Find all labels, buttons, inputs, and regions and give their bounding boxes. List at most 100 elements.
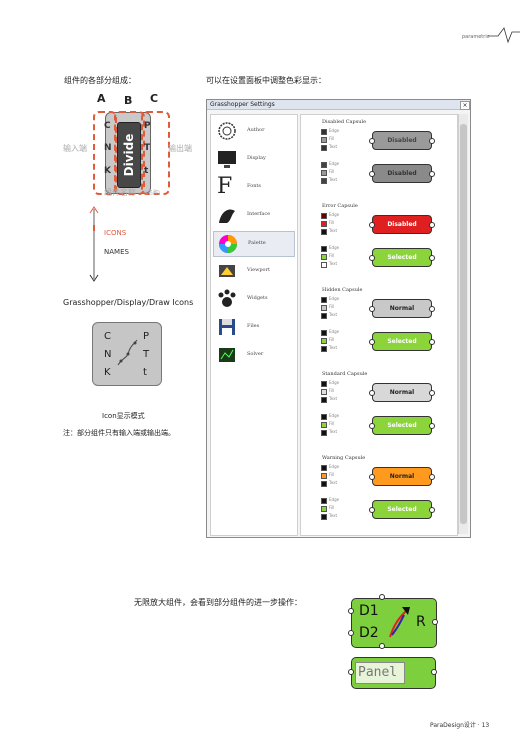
close-icon[interactable]: × — [460, 101, 470, 110]
brand-text: parametric — [462, 34, 490, 40]
color-swatch[interactable] — [321, 414, 327, 420]
color-swatch-row[interactable]: Fill — [321, 388, 351, 395]
sidebar-item-fonts[interactable]: F Fonts — [217, 174, 262, 199]
color-swatch-row[interactable]: Text — [321, 513, 351, 520]
color-swatch[interactable] — [321, 178, 327, 184]
capsule-preview: Disabled — [369, 131, 435, 150]
icons-label: ICONS — [104, 229, 127, 237]
sidebar-item-interface[interactable]: Interface — [213, 203, 293, 227]
color-swatch[interactable] — [321, 162, 327, 168]
color-swatch[interactable] — [321, 145, 327, 151]
panel-text[interactable]: Panel — [355, 662, 405, 684]
swatch-label: Edge — [329, 245, 340, 250]
color-swatch-row[interactable]: Fill — [321, 421, 351, 428]
sidebar-item-author[interactable]: Author — [213, 119, 293, 143]
color-swatch[interactable] — [321, 389, 327, 395]
color-wheel-icon — [219, 235, 237, 253]
zoom-bottom-grip[interactable] — [379, 643, 385, 649]
swatch-label: Edge — [329, 497, 340, 502]
color-swatch[interactable] — [321, 221, 327, 227]
color-swatch[interactable] — [321, 346, 327, 352]
heartbeat-icon — [488, 27, 520, 44]
color-swatch-row[interactable]: Text — [321, 396, 351, 403]
color-swatch[interactable] — [321, 305, 327, 311]
color-swatch[interactable] — [321, 465, 327, 471]
section-title: Disabled Capsule — [322, 119, 367, 125]
color-swatch[interactable] — [321, 129, 327, 135]
color-swatch[interactable] — [321, 498, 327, 504]
color-swatch[interactable] — [321, 506, 327, 512]
color-swatch-row[interactable]: Edge — [321, 161, 351, 168]
color-swatch[interactable] — [321, 514, 327, 520]
color-swatch[interactable] — [321, 473, 327, 479]
viewport-icon — [219, 265, 235, 277]
color-swatch[interactable] — [321, 338, 327, 344]
zoom-input-grip-d1[interactable] — [348, 608, 354, 614]
color-swatch[interactable] — [321, 137, 327, 143]
zoom-top-grip[interactable] — [379, 594, 385, 600]
swatch-label: Text — [329, 312, 338, 317]
color-swatch-row[interactable]: Fill — [321, 337, 351, 344]
swatch-label: Fill — [329, 388, 335, 393]
color-swatch-row[interactable]: Text — [321, 228, 351, 235]
monitor-icon — [218, 151, 236, 168]
sidebar-item-widgets[interactable]: Widgets — [213, 287, 293, 311]
section-title: Hidden Capsule — [322, 287, 363, 293]
color-swatch[interactable] — [321, 262, 327, 268]
color-swatch[interactable] — [321, 213, 327, 219]
color-swatch-row[interactable]: Text — [321, 261, 351, 268]
outputs-highlight — [141, 111, 170, 195]
color-swatch-row[interactable]: Fill — [321, 304, 351, 311]
color-swatch[interactable] — [321, 254, 327, 260]
color-swatch-row[interactable]: Text — [321, 144, 351, 151]
zoom-input-grip-d2[interactable] — [348, 630, 354, 636]
color-swatch-row[interactable]: Edge — [321, 464, 351, 471]
color-swatch[interactable] — [321, 381, 327, 387]
sidebar-item-display[interactable]: Display — [213, 147, 293, 171]
color-swatch-row[interactable]: Text — [321, 177, 351, 184]
zoom-output-grip[interactable] — [432, 619, 438, 625]
interface-icon — [219, 209, 235, 223]
color-swatch-row[interactable]: Fill — [321, 253, 351, 260]
color-swatch[interactable] — [321, 170, 327, 176]
color-swatch-row[interactable]: Edge — [321, 329, 351, 336]
section-title: Standard Capsule — [322, 371, 368, 377]
color-swatch[interactable] — [321, 313, 327, 319]
color-swatch[interactable] — [321, 397, 327, 403]
color-swatch-row[interactable]: Fill — [321, 136, 351, 143]
color-swatch-row[interactable]: Edge — [321, 128, 351, 135]
sidebar-item-palette[interactable]: Palette — [213, 231, 295, 257]
color-swatch-row[interactable]: Fill — [321, 169, 351, 176]
color-swatch[interactable] — [321, 481, 327, 487]
color-swatch[interactable] — [321, 229, 327, 235]
color-swatch-row[interactable]: Edge — [321, 380, 351, 387]
color-swatch-row[interactable]: Edge — [321, 413, 351, 420]
color-swatch-row[interactable]: Edge — [321, 245, 351, 252]
color-swatch-row[interactable]: Edge — [321, 497, 351, 504]
color-swatch[interactable] — [321, 330, 327, 336]
vector-arrow-icon — [389, 607, 410, 638]
color-swatch[interactable] — [321, 422, 327, 428]
capsule-preview: Normal — [369, 383, 435, 402]
settings-scrollbar[interactable] — [458, 114, 468, 534]
sidebar-item-viewport[interactable]: Viewport — [213, 259, 293, 283]
color-swatch-row[interactable]: Fill — [321, 505, 351, 512]
color-swatch[interactable] — [321, 430, 327, 436]
color-swatch-row[interactable]: Edge — [321, 296, 351, 303]
sidebar-item-files[interactable]: Files — [213, 315, 293, 339]
swatch-label: Fill — [329, 304, 335, 309]
section-title: Warning Capsule — [322, 455, 366, 461]
color-swatch-row[interactable]: Text — [321, 429, 351, 436]
color-swatch-row[interactable]: Text — [321, 480, 351, 487]
color-swatch[interactable] — [321, 246, 327, 252]
scrollbar-thumb[interactable] — [460, 124, 467, 524]
panel-input-grip[interactable] — [348, 669, 354, 675]
sidebar-item-solver[interactable]: Solver — [213, 343, 293, 367]
panel-output-grip[interactable] — [431, 669, 437, 675]
color-swatch-row[interactable]: Text — [321, 345, 351, 352]
color-swatch-row[interactable]: Fill — [321, 472, 351, 479]
color-swatch-row[interactable]: Text — [321, 312, 351, 319]
color-swatch-row[interactable]: Edge — [321, 212, 351, 219]
color-swatch[interactable] — [321, 297, 327, 303]
color-swatch-row[interactable]: Fill — [321, 220, 351, 227]
